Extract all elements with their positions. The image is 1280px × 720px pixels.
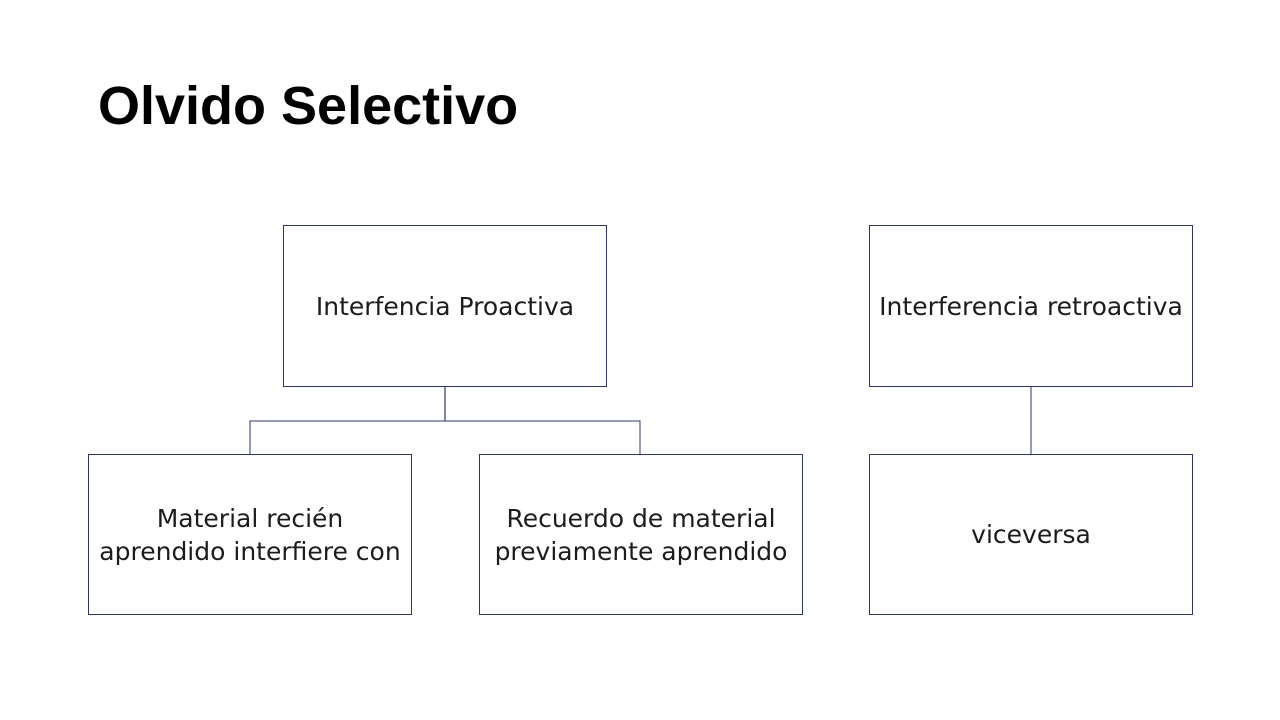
node-interferencia-retroactiva: Interferencia retroactiva [869,225,1193,387]
slide-title: Olvido Selectivo [98,76,519,136]
node-label: viceversa [971,520,1091,549]
node-interferencia-proactiva: Interfencia Proactiva [283,225,607,387]
node-label: Material recién aprendido interfiere con [99,503,401,566]
node-viceversa: viceversa [869,454,1193,615]
node-material-recien-aprendido: Material recién aprendido interfiere con [88,454,412,615]
node-label: Interferencia retroactiva [879,291,1183,321]
node-label: Recuerdo de material previamente aprendi… [494,503,788,566]
node-recuerdo-material-previo: Recuerdo de material previamente aprendi… [479,454,803,615]
connector-proactive-branch [249,420,641,454]
node-label: Interfencia Proactiva [315,291,575,321]
